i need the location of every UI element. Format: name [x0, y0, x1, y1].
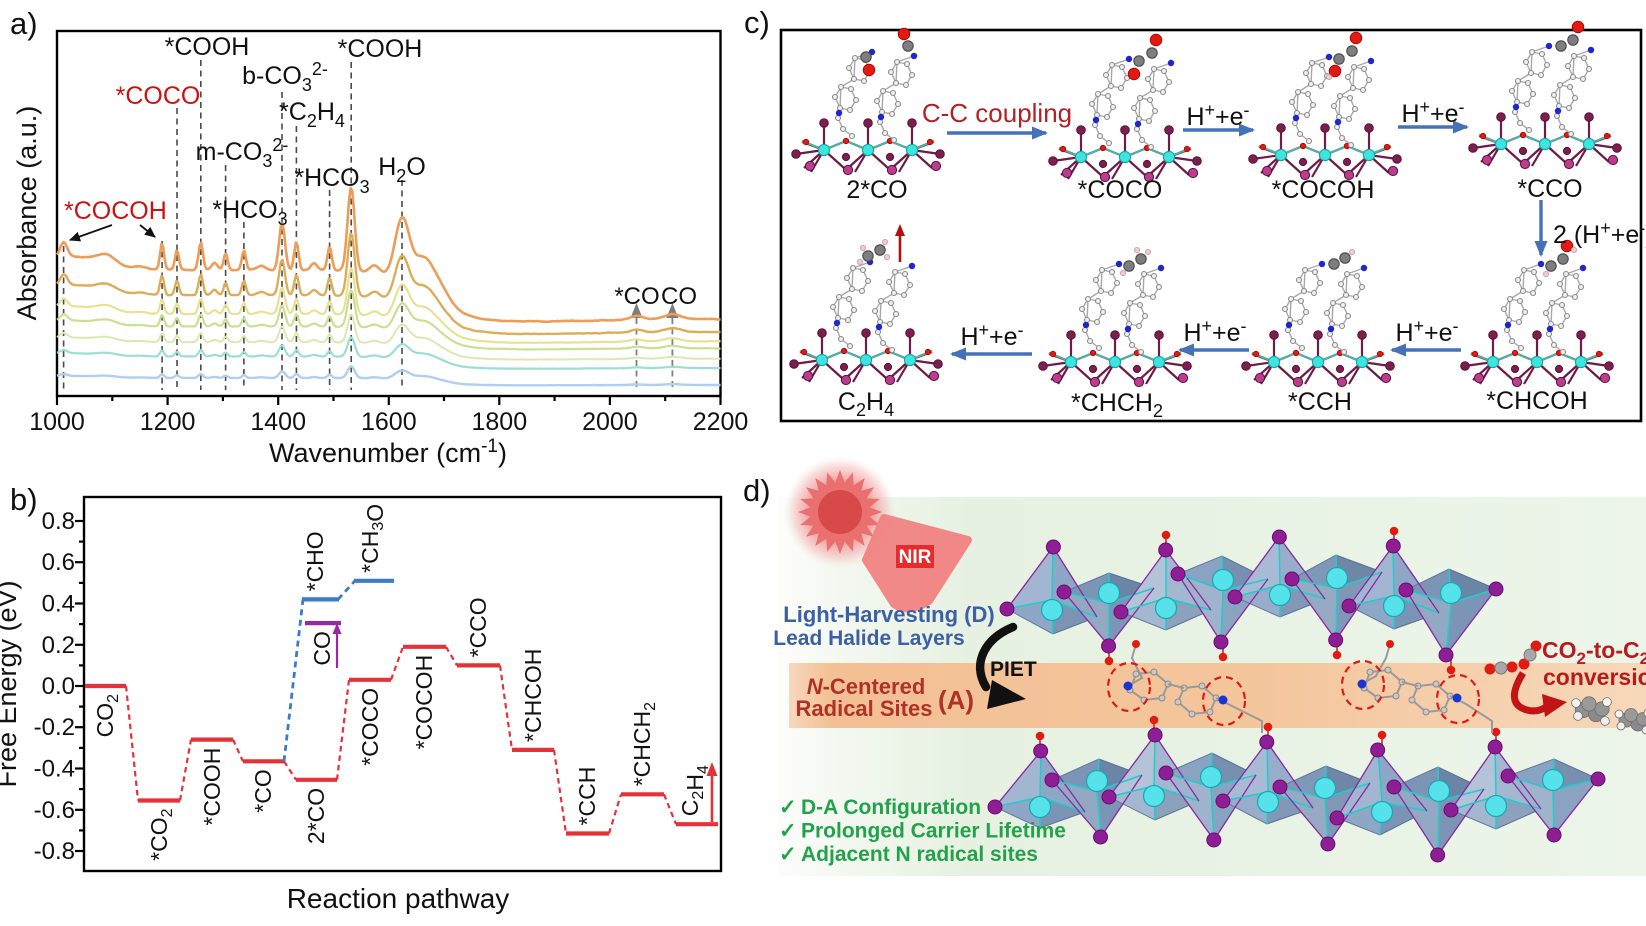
svg-text:*COCOH: *COCOH: [411, 655, 437, 750]
svg-text:H++e-: H++e-: [1401, 97, 1464, 128]
svg-text:*HCO3: *HCO3: [294, 164, 369, 197]
svg-text:-0.8: -0.8: [34, 838, 75, 865]
svg-text:H++e-: H++e-: [1186, 100, 1249, 131]
svg-text:N-Centered: N-Centered: [807, 674, 926, 699]
svg-text:Free Energy (eV): Free Energy (eV): [0, 580, 22, 787]
svg-text:*CO: *CO: [250, 769, 276, 812]
svg-text:CO: CO: [309, 631, 335, 666]
svg-text:✓: ✓: [779, 820, 797, 843]
svg-text:✓: ✓: [779, 843, 797, 866]
svg-text:2*CO: 2*CO: [846, 176, 907, 204]
svg-text:*CH3O: *CH3O: [357, 504, 388, 573]
svg-text:*COOH: *COOH: [165, 33, 250, 61]
svg-text:b): b): [10, 482, 38, 517]
svg-text:Reaction pathway: Reaction pathway: [287, 883, 510, 914]
svg-text:0.2: 0.2: [42, 632, 75, 659]
svg-text:0.6: 0.6: [42, 549, 75, 576]
svg-text:*C2H4: *C2H4: [279, 98, 345, 131]
svg-text:*COCO: *COCO: [357, 688, 383, 766]
svg-text:H++e-: H++e-: [1395, 316, 1458, 347]
svg-text:0.0: 0.0: [42, 673, 75, 700]
svg-text:-0.2: -0.2: [34, 714, 75, 741]
svg-text:*COCOH: *COCOH: [64, 197, 167, 225]
svg-text:Radical Sites: Radical Sites: [796, 696, 933, 721]
svg-text:*CHCOH: *CHCOH: [520, 649, 546, 742]
svg-text:0.4: 0.4: [42, 591, 75, 618]
svg-text:D-A Configuration: D-A Configuration: [801, 796, 981, 819]
svg-text:C-C coupling: C-C coupling: [922, 98, 1072, 128]
svg-text:*CHCOH: *CHCOH: [1486, 387, 1587, 415]
svg-text:*CHO: *CHO: [302, 531, 328, 591]
svg-text:*CCH: *CCH: [1288, 388, 1352, 416]
svg-text:2 (H++e-): 2 (H++e-): [1553, 218, 1646, 249]
svg-text:*CHCH2: *CHCH2: [1071, 389, 1163, 421]
svg-text:*CO: *CO: [614, 283, 659, 310]
svg-text:2000: 2000: [582, 408, 638, 436]
svg-text:*CCO: *CCO: [1517, 175, 1582, 203]
svg-text:Light-Harvesting (D): Light-Harvesting (D): [783, 602, 994, 627]
svg-text:*CCO: *CCO: [465, 597, 491, 657]
svg-text:1400: 1400: [250, 408, 306, 436]
svg-text:Wavenumber (cm-1): Wavenumber (cm-1): [269, 436, 507, 468]
svg-text:*COCOH: *COCOH: [1272, 176, 1375, 204]
svg-text:*HCO3: *HCO3: [212, 196, 287, 229]
svg-text:conversion: conversion: [1543, 664, 1646, 690]
svg-text:NIR: NIR: [899, 547, 932, 568]
svg-text:-0.6: -0.6: [34, 797, 75, 824]
svg-text:d): d): [743, 473, 771, 508]
svg-text:0.8: 0.8: [42, 508, 75, 535]
svg-text:H++e-: H++e-: [960, 320, 1023, 351]
svg-text:*CCH: *CCH: [574, 767, 600, 826]
svg-text:1800: 1800: [471, 408, 527, 436]
svg-text:1200: 1200: [140, 408, 196, 436]
svg-text:H++e-: H++e-: [1183, 316, 1246, 347]
svg-text:1600: 1600: [361, 408, 417, 436]
svg-text:CO2-to-C2H4: CO2-to-C2H4: [1542, 637, 1646, 668]
svg-text:*COOH: *COOH: [338, 35, 423, 63]
svg-text:a): a): [10, 6, 38, 41]
svg-text:Lead Halide Layers: Lead Halide Layers: [773, 627, 964, 650]
svg-text:1000: 1000: [29, 408, 85, 436]
svg-text:2*CO: 2*CO: [303, 788, 329, 844]
svg-text:*COOH: *COOH: [199, 748, 225, 826]
svg-text:CO: CO: [661, 283, 697, 310]
svg-text:Absorbance (a.u.): Absorbance (a.u.): [12, 106, 42, 321]
svg-text:*COCO: *COCO: [1078, 176, 1163, 204]
svg-text:PIET: PIET: [990, 658, 1037, 681]
svg-text:✓: ✓: [779, 796, 797, 819]
svg-text:2200: 2200: [693, 408, 749, 436]
svg-text:-0.4: -0.4: [34, 756, 75, 783]
svg-text:c): c): [744, 5, 770, 40]
svg-text:(A): (A): [938, 685, 974, 715]
svg-text:*CHCH2: *CHCH2: [629, 702, 659, 786]
svg-text:*COCO: *COCO: [116, 82, 201, 110]
svg-text:Prolonged Carrier Lifetime: Prolonged Carrier Lifetime: [801, 820, 1066, 843]
svg-text:Adjacent N radical sites: Adjacent N radical sites: [801, 843, 1038, 866]
